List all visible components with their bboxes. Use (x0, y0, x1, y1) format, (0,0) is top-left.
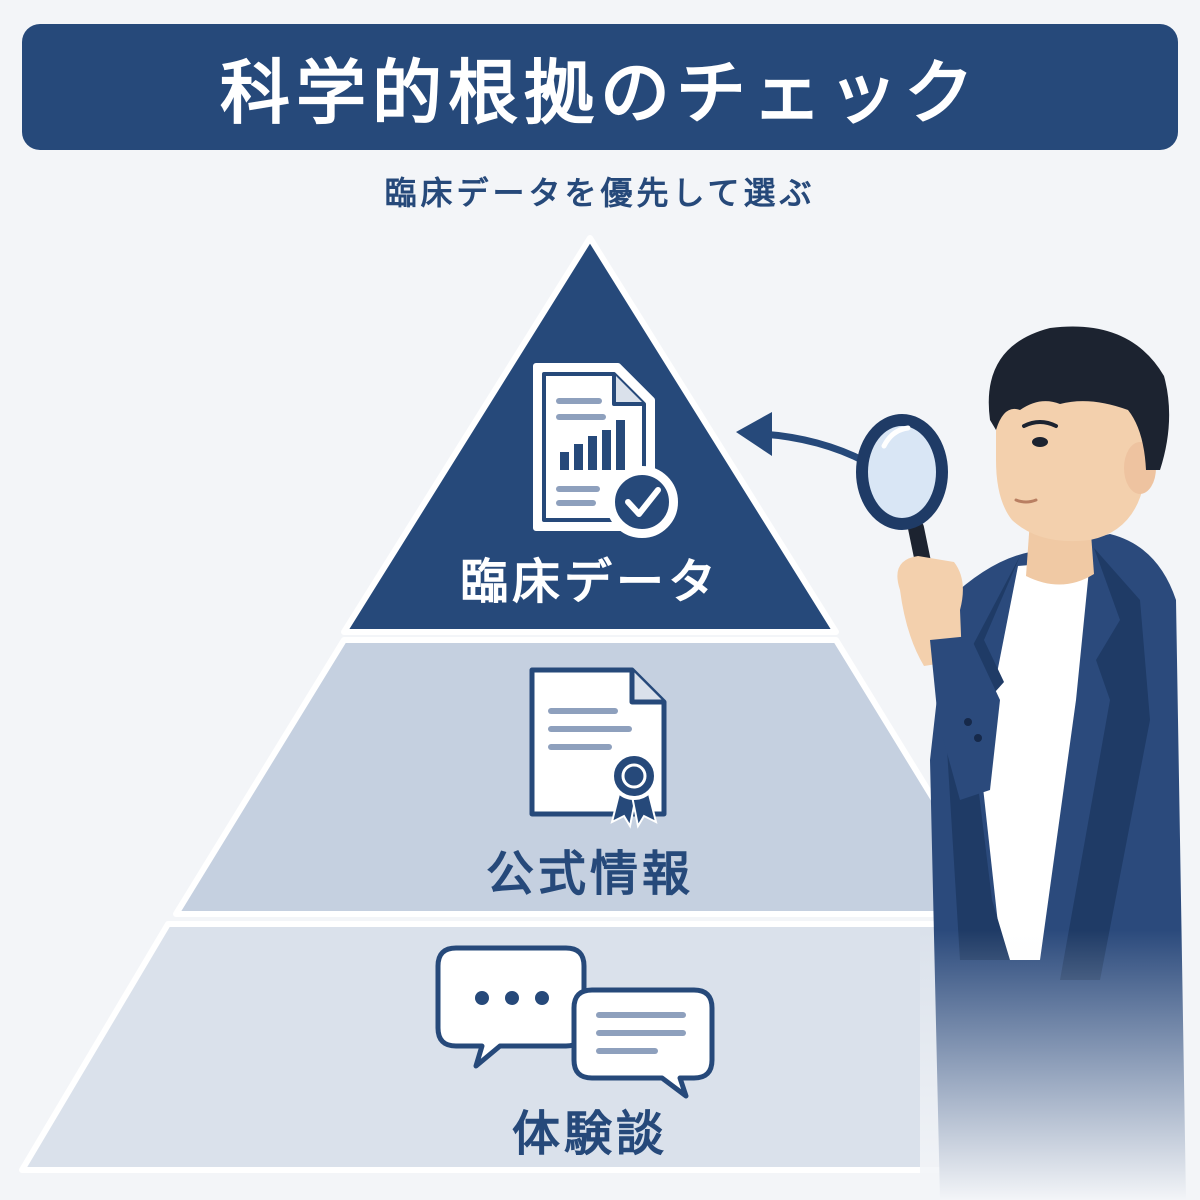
page-subtitle: 臨床データを優先して選ぶ (384, 174, 816, 212)
tier-label-bottom: 体験談 (512, 1106, 668, 1162)
speech-bubbles-icon (435, 945, 715, 1099)
tier-label-top: 臨床データ (460, 554, 720, 610)
clinical-report-check-icon (533, 363, 678, 538)
figure-fade-overlay (920, 930, 1200, 1200)
title-banner: 科学的根拠のチェック (22, 24, 1178, 150)
certified-document-icon (529, 667, 667, 829)
tier-label-middle: 公式情報 (486, 846, 694, 902)
page-title: 科学的根拠のチェック (220, 51, 980, 134)
arrow-left-icon (736, 412, 870, 466)
